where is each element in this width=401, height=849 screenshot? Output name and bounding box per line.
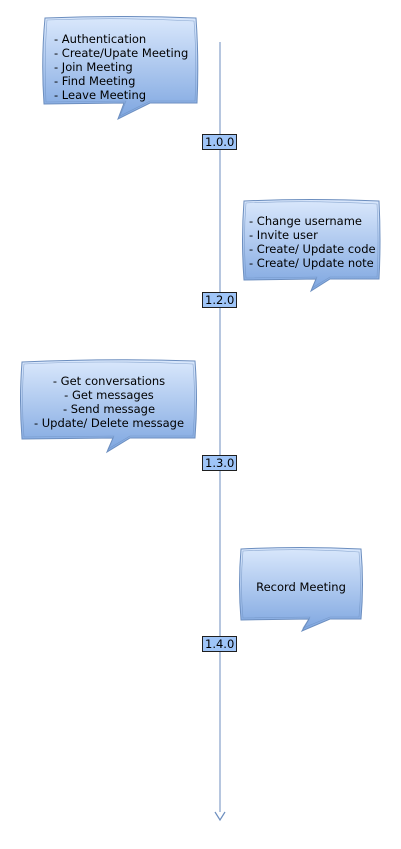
version-label-v1-2-0: 1.2.0	[202, 292, 238, 308]
callout-bubble-v1-4-0	[239, 547, 363, 633]
feature-item: - Invite user	[249, 228, 318, 242]
version-label-v1-4-0: 1.4.0	[202, 636, 238, 652]
version-label-v1-3-0: 1.3.0	[202, 455, 238, 471]
feature-item: - Authentication	[54, 32, 147, 46]
version-label-v1-0-0: 1.0.0	[202, 134, 238, 150]
timeline-arrowhead-icon	[214, 811, 226, 822]
feature-item: - Change username	[249, 214, 362, 228]
callout-bubble-v1-2-0	[242, 199, 381, 293]
feature-item: - Find Meeting	[54, 74, 136, 88]
callout-bubble-sketch-v1-3-0	[22, 361, 195, 450]
feature-item: - Get conversations	[52, 374, 166, 388]
feature-item: - Get messages	[64, 388, 154, 402]
feature-list-v1-3-0: - Get conversations - Get messages - Sen…	[24, 374, 194, 430]
feature-item: - Create/Upate Meeting	[54, 46, 189, 60]
callout-bubble-sketch-v1-4-0	[241, 549, 361, 629]
feature-list-v1-4-0: Record Meeting	[243, 580, 359, 594]
feature-list-v1-2-0: - Change username - Invite user - Create…	[249, 214, 376, 270]
feature-item: - Create/ Update note	[249, 256, 374, 270]
feature-item: - Send message	[62, 402, 156, 416]
feature-item: - Join Meeting	[54, 60, 133, 74]
feature-item: - Leave Meeting	[54, 88, 147, 102]
callout-bubble-sketch-v1-2-0	[244, 201, 379, 289]
feature-list-v1-0-0: - Authentication - Create/Upate Meeting …	[54, 32, 188, 102]
feature-item: Record Meeting	[256, 580, 346, 594]
callout-bubble-v1-3-0	[20, 359, 197, 454]
feature-item: - Update/ Delete message	[33, 416, 185, 430]
callout-bubble-v1-0-0	[42, 16, 199, 121]
feature-item: - Create/ Update code	[249, 242, 376, 256]
callout-bubble-sketch-v1-0-0	[44, 18, 197, 117]
